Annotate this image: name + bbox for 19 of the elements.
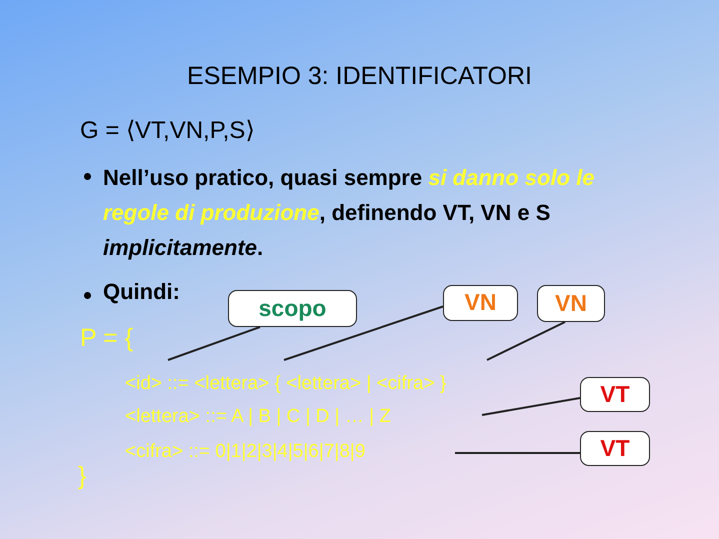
leader-line xyxy=(284,306,444,361)
set-text: P = { xyxy=(80,324,134,353)
callout-box: VT xyxy=(580,431,650,466)
bullet-text: Quindi: xyxy=(103,279,180,305)
leader-line xyxy=(168,326,260,361)
production-rule: <id> ::= <lettera> { <lettera> | <cifra> } xyxy=(125,373,446,395)
callout-box: scopo xyxy=(228,290,357,327)
bullet-text: Nell’uso pratico, quasi sempre si danno solo le regole di produzione, definendo VT, VN e S implicitamente. xyxy=(103,164,596,262)
callout-box: VT xyxy=(580,377,650,412)
callout-box: VN xyxy=(537,285,605,322)
leader-line xyxy=(482,397,580,416)
callout-box: VN xyxy=(443,285,518,321)
formula-text: G = ⟨VT,VN,P,S⟩ xyxy=(80,116,254,145)
production-rule: <cifra> ::= 0|1|2|3|4|5|6|7|8|9 xyxy=(125,441,366,463)
leader-line xyxy=(455,452,580,454)
leader-line xyxy=(486,321,566,361)
production-rule: <lettera> ::= A | B | C | D | … | Z xyxy=(125,406,391,428)
slide-title: ESEMPIO 3: IDENTIFICATORI xyxy=(186,62,533,91)
closing-brace: } xyxy=(78,462,86,491)
